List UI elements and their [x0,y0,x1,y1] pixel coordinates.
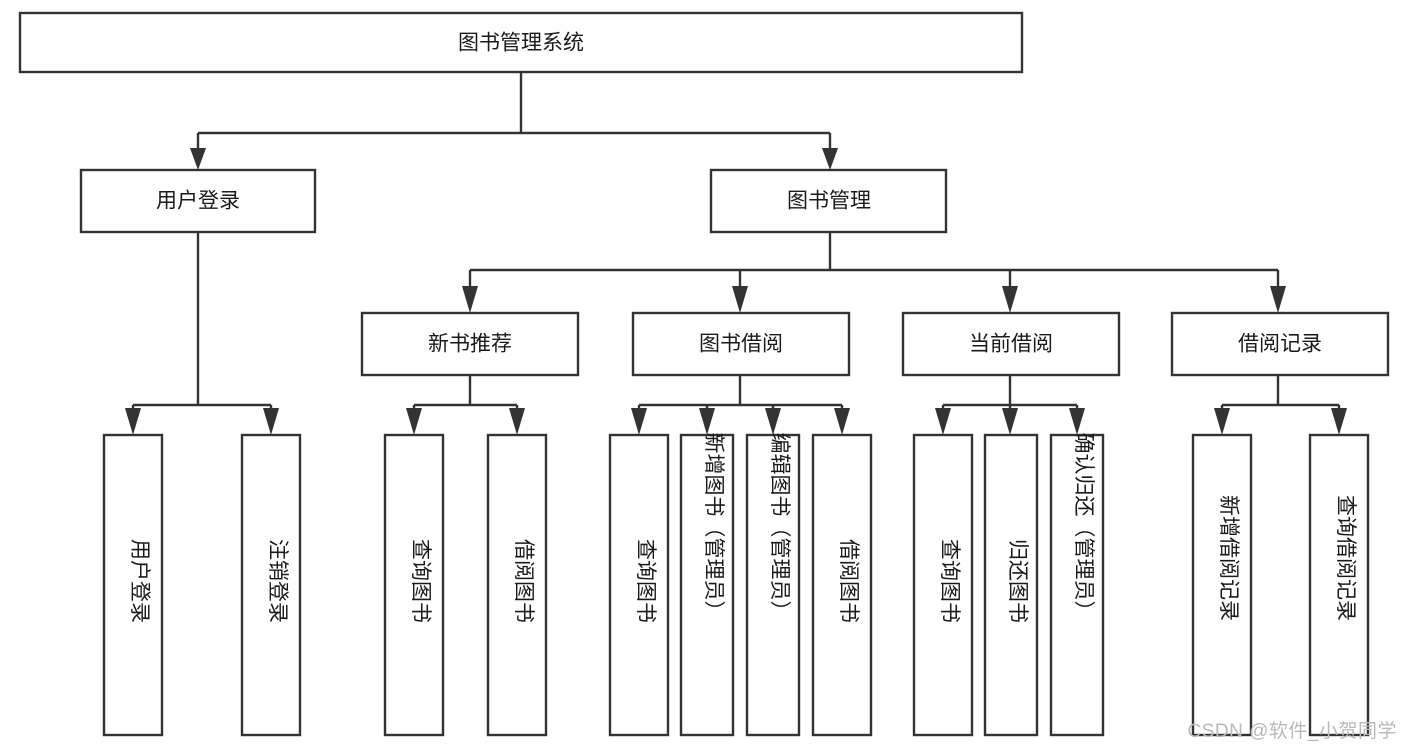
arrow-head-borrow-book [732,286,748,313]
node-root-box[interactable] [18,11,1024,74]
leaf-return-book-label: 归还图书 [1006,539,1029,623]
node-book-borrow-label: 图书借阅 [699,333,783,356]
arrow-head-book-manage [822,148,838,170]
node-current-borrow-label: 当前借阅 [969,333,1053,356]
node-new-book-recommend-box[interactable] [360,311,580,377]
leaf-add-book-admin-box[interactable] [679,433,735,737]
node-borrow-record-box[interactable] [1170,311,1390,377]
node-new-book-recommend[interactable]: 新书推荐 [360,311,580,377]
leaf-confirm-return-admin-box[interactable] [1049,433,1105,737]
leaf-borrow-book-2-label: 借阅图书 [837,539,860,623]
leaf-logout-label: 注销登录 [266,539,289,623]
node-user-login[interactable]: 用户登录 [79,168,317,234]
leaf-query-book-2-label: 查询图书 [634,539,657,623]
node-borrow-record[interactable]: 借阅记录 [1170,311,1390,377]
arrow-head-l8 [834,408,850,435]
leaf-borrow-book-1-box[interactable] [486,433,548,737]
arrow-head-current-borrow [1002,286,1018,313]
node-current-borrow-box[interactable] [901,311,1121,377]
arrow-head-new-book [462,286,478,313]
watermark-text: CSDN @软件_小贺同学 [1187,721,1397,742]
leaf-add-borrow-record-label: 新增借阅记录 [1217,495,1240,621]
node-book-manage[interactable]: 图书管理 [709,168,948,234]
arrow-head-l3 [406,408,422,435]
leaf-query-borrow-record-box[interactable] [1308,433,1370,737]
arrow-head-l6 [699,408,715,435]
node-user-login-box[interactable] [79,168,317,234]
arrow-head-borrow-record [1270,286,1286,313]
leaf-user-login-box[interactable] [102,433,164,737]
arrow-head-l10 [1002,408,1018,435]
leaf-query-book-1-label: 查询图书 [409,539,432,623]
leaf-query-book-1-box[interactable] [383,433,445,737]
leaf-query-book-2[interactable]: 查询图书 [608,433,670,737]
leaf-query-book-2-box[interactable] [608,433,670,737]
node-user-login-label: 用户登录 [156,190,240,213]
node-root[interactable]: 图书管理系统 [18,11,1024,74]
leaf-borrow-book-1[interactable]: 借阅图书 [486,433,548,737]
arrow-head-l5 [631,408,647,435]
node-new-book-recommend-label: 新书推荐 [428,333,512,356]
leaf-confirm-return-admin-label: 确认归还（管理员） [1072,433,1095,622]
node-book-borrow-box[interactable] [631,311,851,377]
leaf-borrow-book-1-label: 借阅图书 [512,539,535,623]
arrow-head-l7 [765,408,781,435]
leaf-edit-book-admin[interactable]: 编辑图书（管理员） [745,433,801,737]
leaf-borrow-book-2-box[interactable] [811,433,873,737]
arrow-head-l2 [263,408,279,435]
leaf-user-login[interactable]: 用户登录 [102,433,164,737]
leaf-borrow-book-2[interactable]: 借阅图书 [811,433,873,737]
connector-layer [125,72,1347,435]
leaf-query-book-1[interactable]: 查询图书 [383,433,445,737]
leaf-edit-book-admin-box[interactable] [745,433,801,737]
leaf-confirm-return-admin[interactable]: 确认归还（管理员） [1049,433,1105,737]
leaf-query-borrow-record-label: 查询借阅记录 [1334,495,1357,621]
node-book-manage-box[interactable] [709,168,948,234]
leaf-return-book[interactable]: 归还图书 [983,433,1039,737]
leaf-return-book-box[interactable] [983,433,1039,737]
arrow-head-l11 [1069,408,1085,435]
leaf-edit-book-admin-label: 编辑图书（管理员） [768,433,791,622]
leaf-logout[interactable]: 注销登录 [240,433,302,737]
arrow-head-l13 [1331,408,1347,435]
leaf-add-book-admin[interactable]: 新增图书（管理员） [679,433,735,737]
arrow-head-user-login [190,148,206,170]
node-borrow-record-label: 借阅记录 [1238,333,1322,356]
leaf-query-book-3-box[interactable] [912,433,974,737]
leaf-logout-box[interactable] [240,433,302,737]
leaf-query-book-3-label: 查询图书 [938,539,961,623]
node-book-borrow[interactable]: 图书借阅 [631,311,851,377]
leaf-add-book-admin-label: 新增图书（管理员） [702,433,725,622]
arrow-head-l1 [125,408,141,435]
leaf-add-borrow-record[interactable]: 新增借阅记录 [1191,433,1253,737]
node-current-borrow[interactable]: 当前借阅 [901,311,1121,377]
node-root-label: 图书管理系统 [458,32,584,55]
arrow-head-l12 [1214,408,1230,435]
leaf-user-login-label: 用户登录 [128,539,151,623]
arrow-head-l9 [935,408,951,435]
arrow-head-l4 [509,408,525,435]
leaf-query-borrow-record[interactable]: 查询借阅记录 [1308,433,1370,737]
node-book-manage-label: 图书管理 [787,190,871,213]
leaf-add-borrow-record-box[interactable] [1191,433,1253,737]
leaf-query-book-3[interactable]: 查询图书 [912,433,974,737]
